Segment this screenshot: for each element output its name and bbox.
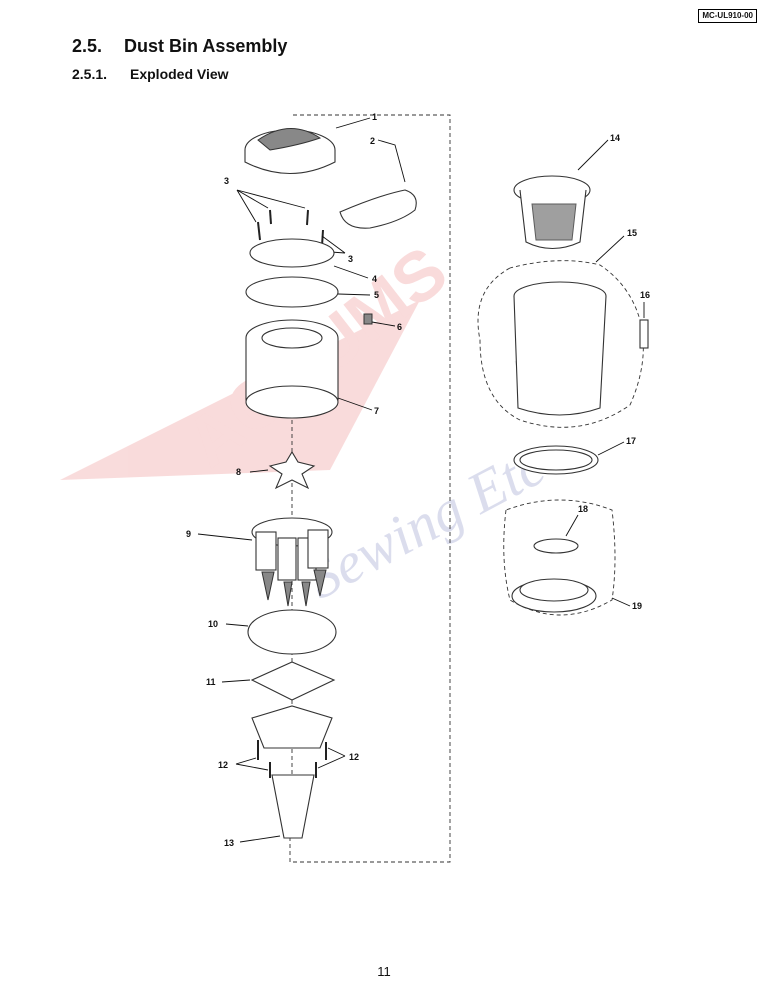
callout-2: 2 (370, 136, 375, 146)
part-15-group-outline (477, 260, 644, 428)
part-4-ring-plate (249, 238, 335, 268)
subsection-title: Exploded View (130, 66, 229, 82)
callout-12: 12 (218, 760, 228, 770)
callout-12b: 12 (349, 752, 359, 762)
callout-11: 11 (206, 677, 216, 687)
part-17-bin-gasket (513, 445, 599, 475)
callout-18: 18 (578, 504, 588, 514)
part-13-cone (271, 774, 315, 839)
callout-19: 19 (632, 601, 642, 611)
part-6-latch (363, 313, 373, 325)
callout-5: 5 (374, 290, 379, 300)
section-title: Dust Bin Assembly (124, 36, 288, 56)
part-10-separator-plate (247, 609, 337, 655)
part-18-disc (533, 538, 579, 554)
model-code-badge: MC-UL910-00 (698, 9, 757, 23)
part-12-lower-frame (251, 705, 333, 749)
part-5-seal (245, 276, 339, 308)
part-16-latch (639, 319, 649, 349)
callout-3: 3 (224, 176, 229, 186)
callout-3b: 3 (348, 254, 353, 264)
part-19-bin-base (511, 578, 597, 613)
part-12-screws (257, 740, 327, 778)
assembly-link-dashed-line (289, 114, 451, 863)
callout-8: 8 (236, 467, 241, 477)
part-1-top-cover (244, 128, 336, 175)
callout-15: 15 (627, 228, 637, 238)
callout-7: 7 (374, 406, 379, 416)
part-14-filter (513, 175, 591, 250)
callout-1: 1 (372, 112, 377, 122)
part-11-gasket (250, 661, 336, 701)
callout-14: 14 (610, 133, 620, 143)
section-heading: 2.5. Dust Bin Assembly (72, 36, 287, 57)
part-19-group-outline (503, 499, 616, 616)
callout-16: 16 (640, 290, 650, 300)
part-2-handle (339, 189, 417, 229)
page-number: 11 (377, 964, 391, 979)
callout-6: 6 (397, 322, 402, 332)
part-15-dust-bin (513, 281, 607, 416)
callout-17: 17 (626, 436, 636, 446)
part-9-cyclone-cluster (251, 517, 333, 607)
part-8-star-spacer (268, 450, 316, 490)
subsection-heading: 2.5.1. Exploded View (72, 66, 229, 82)
part-7-bin-body (245, 319, 339, 419)
subsection-number: 2.5.1. (72, 66, 108, 82)
callout-13: 13 (224, 838, 234, 848)
callout-10: 10 (208, 619, 218, 629)
section-number: 2.5. (72, 36, 103, 56)
callout-4: 4 (372, 274, 377, 284)
callout-9: 9 (186, 529, 191, 539)
